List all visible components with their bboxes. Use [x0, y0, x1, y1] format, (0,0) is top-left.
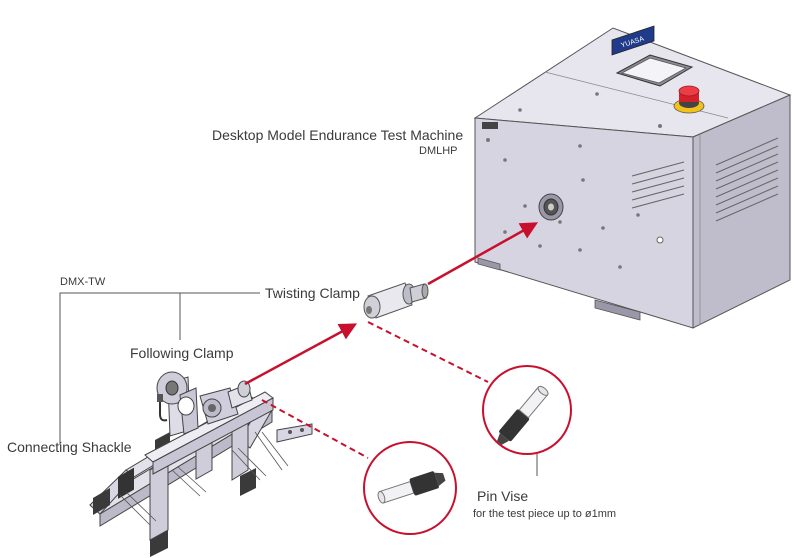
pin-vise-note: for the test piece up to ø1mm: [473, 508, 617, 520]
fixture-group-label: DMX-TW: [60, 276, 106, 288]
pin-vise-label: Pin Vise: [477, 488, 529, 504]
arrow-clamp-to-machine: [427, 222, 539, 286]
pin-vise-callout-bottom: [363, 441, 457, 535]
leader-dmx-tw: [59, 292, 260, 445]
pin-vise-callout-top: [482, 365, 572, 455]
dashed-fixture-to-pin-vise: [261, 399, 369, 459]
twisting-clamp-label: Twisting Clamp: [265, 285, 360, 301]
arrow-fixture-to-clamp: [244, 323, 358, 386]
label-plate: [482, 122, 498, 129]
display-screen: [615, 54, 694, 87]
machine-title: Desktop Model Endurance Test Machine: [212, 127, 464, 143]
assembly-arrows: [244, 222, 539, 459]
dashed-clamp-to-pin-vise: [367, 321, 489, 383]
following-clamp-label: Following Clamp: [130, 345, 234, 361]
emergency-stop-button[interactable]: [673, 85, 705, 114]
leader-lines: [59, 292, 538, 476]
test-fixture: [89, 371, 313, 557]
spindle: [538, 193, 564, 221]
connecting-shackle-label: Connecting Shackle: [7, 439, 132, 455]
twisting-clamp: [363, 282, 429, 319]
machine-model: DMLHP: [419, 145, 458, 157]
endurance-test-machine: YUASA: [473, 25, 792, 329]
brand-plate: YUASA: [611, 25, 655, 56]
